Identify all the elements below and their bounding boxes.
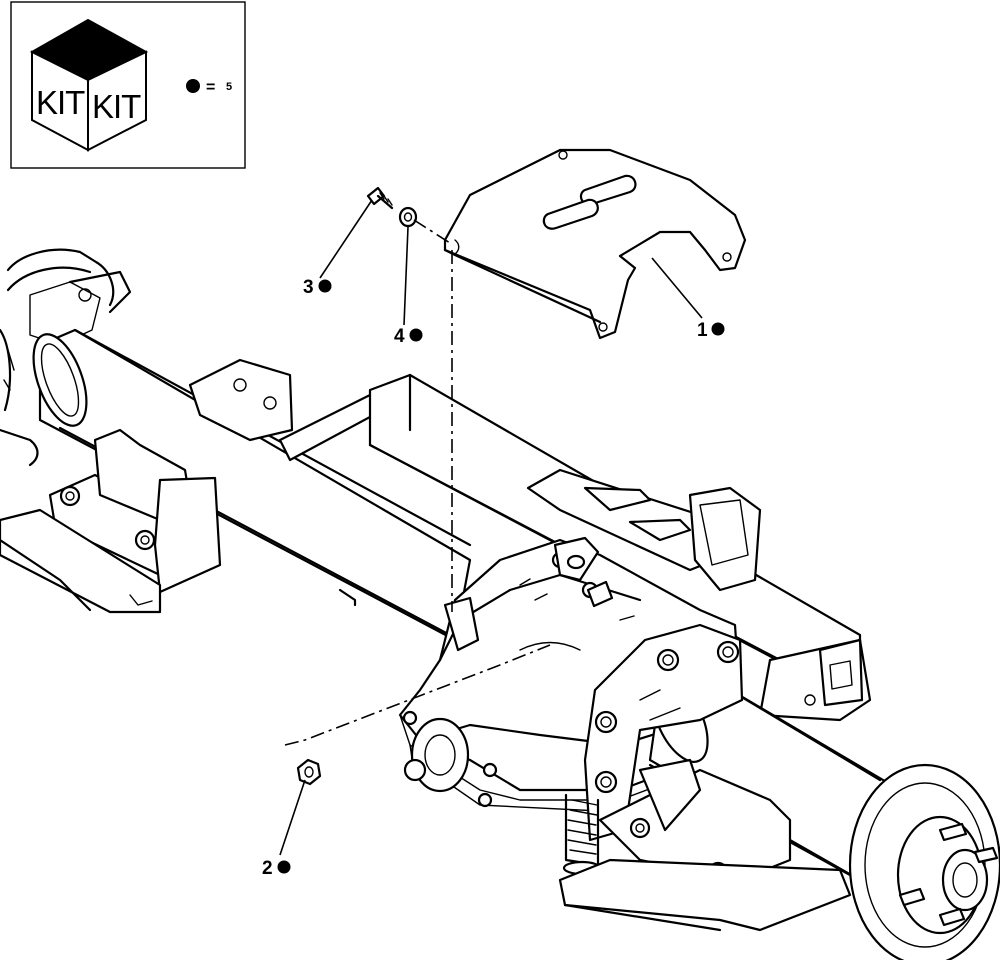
callout-3-label: 3 [303,277,314,298]
filled-circle-icon [409,328,423,342]
assembly-line-nut-to-carrier [284,644,551,746]
filled-circle-icon [277,860,291,874]
leader-line-2 [279,779,306,856]
callout-3: 3 [303,277,332,298]
spring-mount-left [0,428,222,614]
frame-bracket-right [758,638,872,722]
leader-line-4 [403,226,409,326]
brake-rotor-hub [848,763,1000,960]
legend-kit-quantity: 5 [226,81,232,93]
axle-tube-left [32,328,472,642]
callout-1-label: 1 [697,320,708,341]
legend-equals: = [206,79,215,96]
leader-line-3 [319,199,373,279]
kit-face-left-label: KIT [36,84,85,121]
part-4-washer [398,206,418,228]
filled-circle-icon [318,279,332,293]
callout-4: 4 [394,326,423,347]
kit-face-right-label: KIT [92,88,141,125]
leader-line-1 [651,257,703,319]
callout-2: 2 [262,858,291,879]
spring-mount-right [558,758,852,932]
part-1-skid-shield [443,148,747,340]
part-3-bolt [366,186,394,210]
kit-legend: KIT KIT = 5 [10,1,246,169]
skid-plate-upper [526,468,762,592]
filled-circle-icon [186,79,200,93]
kit-box-icon: KIT KIT [29,18,149,152]
part-2-nut [296,758,322,786]
assembly-line-bolt-to-shield [413,219,451,244]
callout-1: 1 [697,320,725,341]
callout-4-label: 4 [394,326,405,347]
axle-left-end [0,248,132,467]
carrier-side-bracket [583,623,744,842]
wheel-stud-icon [898,822,999,927]
callout-2-label: 2 [262,858,273,879]
filled-circle-icon [711,322,725,336]
